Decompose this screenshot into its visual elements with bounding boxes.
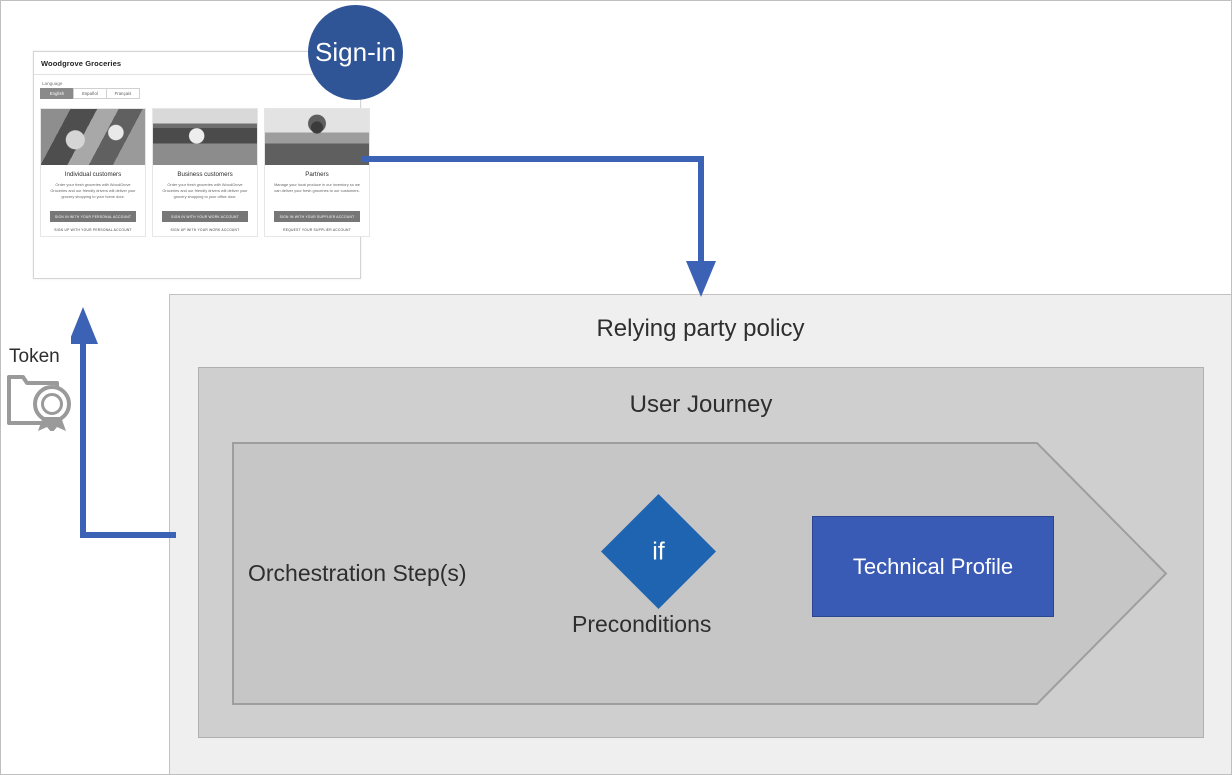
language-tab-espanol[interactable]: Español — [73, 88, 106, 99]
sign-in-work-button[interactable]: SIGN IN WITH YOUR WORK ACCOUNT — [162, 211, 248, 222]
sign-in-supplier-button[interactable]: SIGN IN WITH YOUR SUPPLIER ACCOUNT — [274, 211, 360, 222]
technical-profile-box: Technical Profile — [812, 516, 1054, 617]
orchestration-steps-label: Orchestration Step(s) — [248, 560, 467, 586]
account-card-partners: Partners Manage your local produce in ou… — [264, 108, 370, 237]
sign-in-callout-bubble: Sign-in — [308, 5, 403, 100]
if-decision-diamond: if — [601, 494, 716, 609]
token-return-arrow — [71, 307, 176, 538]
preconditions-label: Preconditions — [572, 611, 712, 637]
technical-profile-label: Technical Profile — [852, 553, 1014, 579]
browser-titlebar: Woodgrove Groceries — [34, 52, 360, 75]
card-title: Business customers — [177, 171, 233, 178]
token-label: Token — [9, 346, 60, 367]
diamond-shape-icon — [601, 494, 716, 609]
card-title: Partners — [305, 171, 329, 178]
certificate-token-icon — [7, 375, 71, 431]
language-tab-francais[interactable]: Français — [106, 88, 140, 99]
shopper-with-child-photo — [41, 109, 145, 165]
language-tab-group[interactable]: English Español Français — [40, 88, 354, 99]
signin-request-arrow — [361, 156, 716, 297]
browser-content: Language English Español Français Indivi… — [34, 75, 370, 278]
card-description: Manage your local produce in our invento… — [274, 182, 360, 193]
farmer-with-produce-photo — [265, 109, 369, 165]
card-description: Order your fresh groceries with WoodGrov… — [50, 182, 136, 199]
language-selector-label: Language — [42, 81, 63, 86]
card-title: Individual customers — [64, 171, 122, 178]
sign-up-work-link[interactable]: SIGN UP WITH YOUR WORK ACCOUNT — [170, 228, 240, 232]
account-card-individual: Individual customers Order your fresh gr… — [40, 108, 146, 237]
sign-in-callout-label: Sign-in — [315, 37, 396, 67]
orchestration-steps-chevron — [232, 442, 1168, 705]
if-label: if — [652, 537, 665, 565]
account-card-business: Business customers Order your fresh groc… — [152, 108, 258, 237]
account-cards-row: Individual customers Order your fresh gr… — [40, 108, 370, 237]
sign-in-personal-button[interactable]: SIGN IN WITH YOUR PERSONAL ACCOUNT — [50, 211, 136, 222]
request-supplier-account-link[interactable]: REQUEST YOUR SUPPLIER ACCOUNT — [283, 228, 351, 232]
relying-party-policy-title: Relying party policy — [596, 315, 805, 342]
site-brand-label: Woodgrove Groceries — [41, 58, 122, 68]
card-description: Order your fresh groceries with WoodGrov… — [162, 182, 248, 199]
grocery-staff-photo — [153, 109, 257, 165]
language-tab-english[interactable]: English — [40, 88, 73, 99]
woodgrove-browser-mock: Woodgrove Groceries Language English Esp… — [33, 51, 370, 279]
sign-up-personal-link[interactable]: SIGN UP WITH YOUR PERSONAL ACCOUNT — [54, 228, 132, 232]
user-journey-title: User Journey — [629, 391, 773, 418]
